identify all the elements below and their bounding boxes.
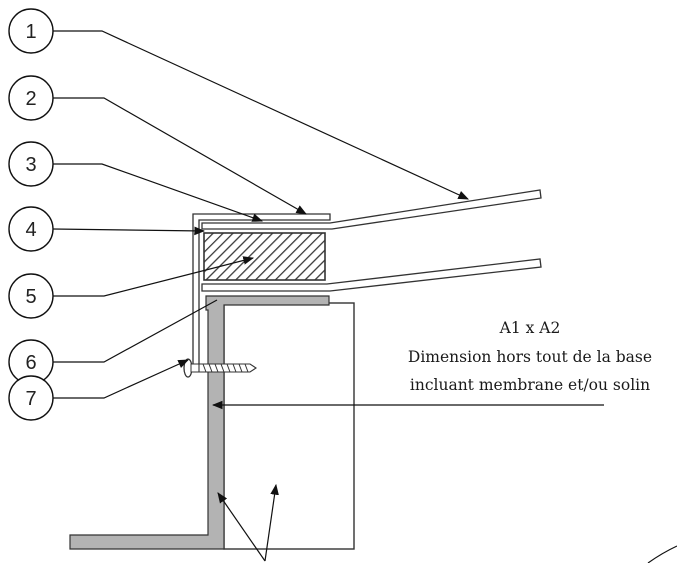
callout-7: 7	[8, 375, 54, 421]
svg-text:7: 7	[25, 388, 36, 410]
leader-6	[53, 299, 218, 363]
leader-lines	[52, 30, 677, 563]
base-flashing	[69, 295, 330, 550]
svg-text:4: 4	[25, 219, 36, 241]
bottom-leader-right	[264, 483, 279, 562]
leader-2	[53, 97, 307, 215]
lower-dome-panel	[201, 258, 542, 292]
leader-4	[52, 226, 206, 236]
svg-text:1: 1	[25, 21, 36, 43]
callout-1: 1	[8, 8, 54, 54]
wood-curb	[223, 302, 355, 550]
callout-5: 5	[8, 273, 54, 319]
note-line-2: Dimension hors tout de la base	[408, 348, 652, 366]
leader-5	[53, 256, 255, 297]
bottom-leader-left	[217, 492, 266, 562]
note-line-1: A1 x A2	[499, 319, 561, 337]
callout-4: 4	[8, 206, 54, 252]
upper-dome-panel	[201, 189, 542, 230]
gasket-block	[203, 232, 326, 281]
leader-1	[53, 30, 469, 200]
screw	[183, 358, 257, 378]
leader-7	[53, 359, 189, 399]
leader-3	[53, 163, 264, 222]
note-line-3: incluant membrane et/ou solin	[410, 376, 650, 394]
edge-arc	[647, 545, 677, 563]
callout-2: 2	[8, 75, 54, 121]
svg-text:3: 3	[25, 154, 36, 176]
svg-text:6: 6	[25, 352, 36, 374]
svg-text:2: 2	[25, 88, 36, 110]
callout-3: 3	[8, 141, 54, 187]
svg-text:5: 5	[25, 286, 36, 308]
